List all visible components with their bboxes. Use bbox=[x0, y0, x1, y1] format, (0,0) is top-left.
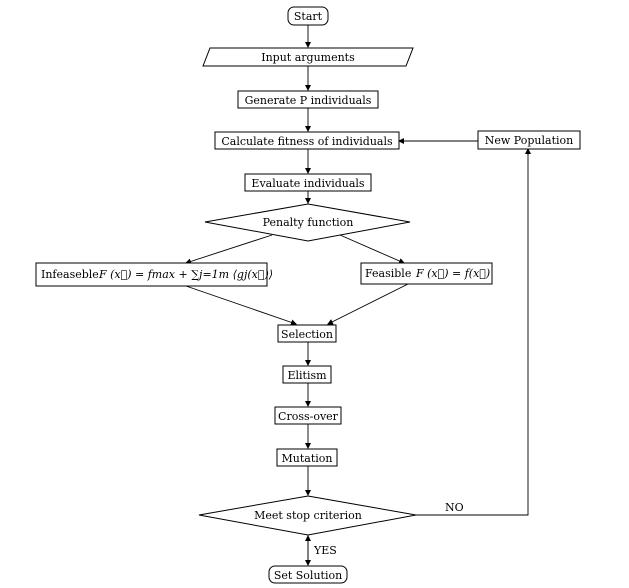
node-penalty: Penalty function bbox=[204, 203, 411, 242]
node-mutation-label: Mutation bbox=[282, 452, 333, 465]
edge-label-yes: YES bbox=[313, 544, 337, 557]
node-crossover: Cross-over bbox=[274, 406, 342, 425]
node-infeasible-label: Infeaseble bbox=[41, 268, 99, 281]
node-crossover-label: Cross-over bbox=[278, 410, 339, 423]
node-input-label: Input arguments bbox=[261, 51, 355, 64]
node-elitism: Elitism bbox=[282, 365, 332, 384]
node-new-population: New Population bbox=[477, 130, 581, 150]
node-infeasible-formula: F (x⃗) = fmax + ∑j=1m ⟨gj(x⃗)⟩ bbox=[98, 268, 273, 281]
node-solution-label: Set Solution bbox=[274, 569, 342, 582]
node-generate: Generate P individuals bbox=[237, 90, 379, 109]
edge-feasible-selection bbox=[327, 283, 409, 325]
node-new-population-label: New Population bbox=[485, 134, 573, 147]
node-selection: Selection bbox=[277, 324, 337, 343]
node-selection-label: Selection bbox=[281, 328, 333, 341]
node-stop-label: Meet stop criterion bbox=[254, 509, 362, 522]
edge-penalty-feasible bbox=[339, 234, 405, 264]
edge-stop-newpop bbox=[416, 148, 531, 516]
edges bbox=[185, 25, 531, 566]
node-elitism-label: Elitism bbox=[287, 369, 327, 382]
node-feasible-label: Feasible bbox=[365, 267, 411, 280]
node-mutation: Mutation bbox=[276, 448, 338, 467]
node-start-label: Start bbox=[294, 10, 323, 23]
edge-label-no: NO bbox=[445, 501, 464, 514]
node-stop: Meet stop criterion bbox=[198, 495, 417, 536]
edge-infeasible-selection bbox=[185, 285, 297, 326]
node-fitness: Calculate fitness of individuals bbox=[214, 131, 400, 150]
node-generate-label: Generate P individuals bbox=[245, 94, 372, 107]
node-feasible-formula: F (x⃗) = f(x⃗) bbox=[415, 267, 490, 280]
node-start: Start bbox=[287, 6, 329, 26]
node-evaluate: Evaluate individuals bbox=[244, 173, 372, 192]
node-infeasible: Infeaseble F (x⃗) = fmax + ∑j=1m ⟨gj(x⃗)… bbox=[35, 262, 273, 287]
edge-penalty-infeasible bbox=[185, 234, 273, 265]
node-evaluate-label: Evaluate individuals bbox=[251, 177, 364, 190]
node-penalty-label: Penalty function bbox=[263, 216, 354, 229]
node-input: Input arguments bbox=[202, 47, 414, 67]
node-solution: Set Solution bbox=[268, 565, 348, 584]
node-feasible: Feasible F (x⃗) = f(x⃗) bbox=[360, 262, 493, 285]
node-fitness-label: Calculate fitness of individuals bbox=[221, 135, 393, 148]
